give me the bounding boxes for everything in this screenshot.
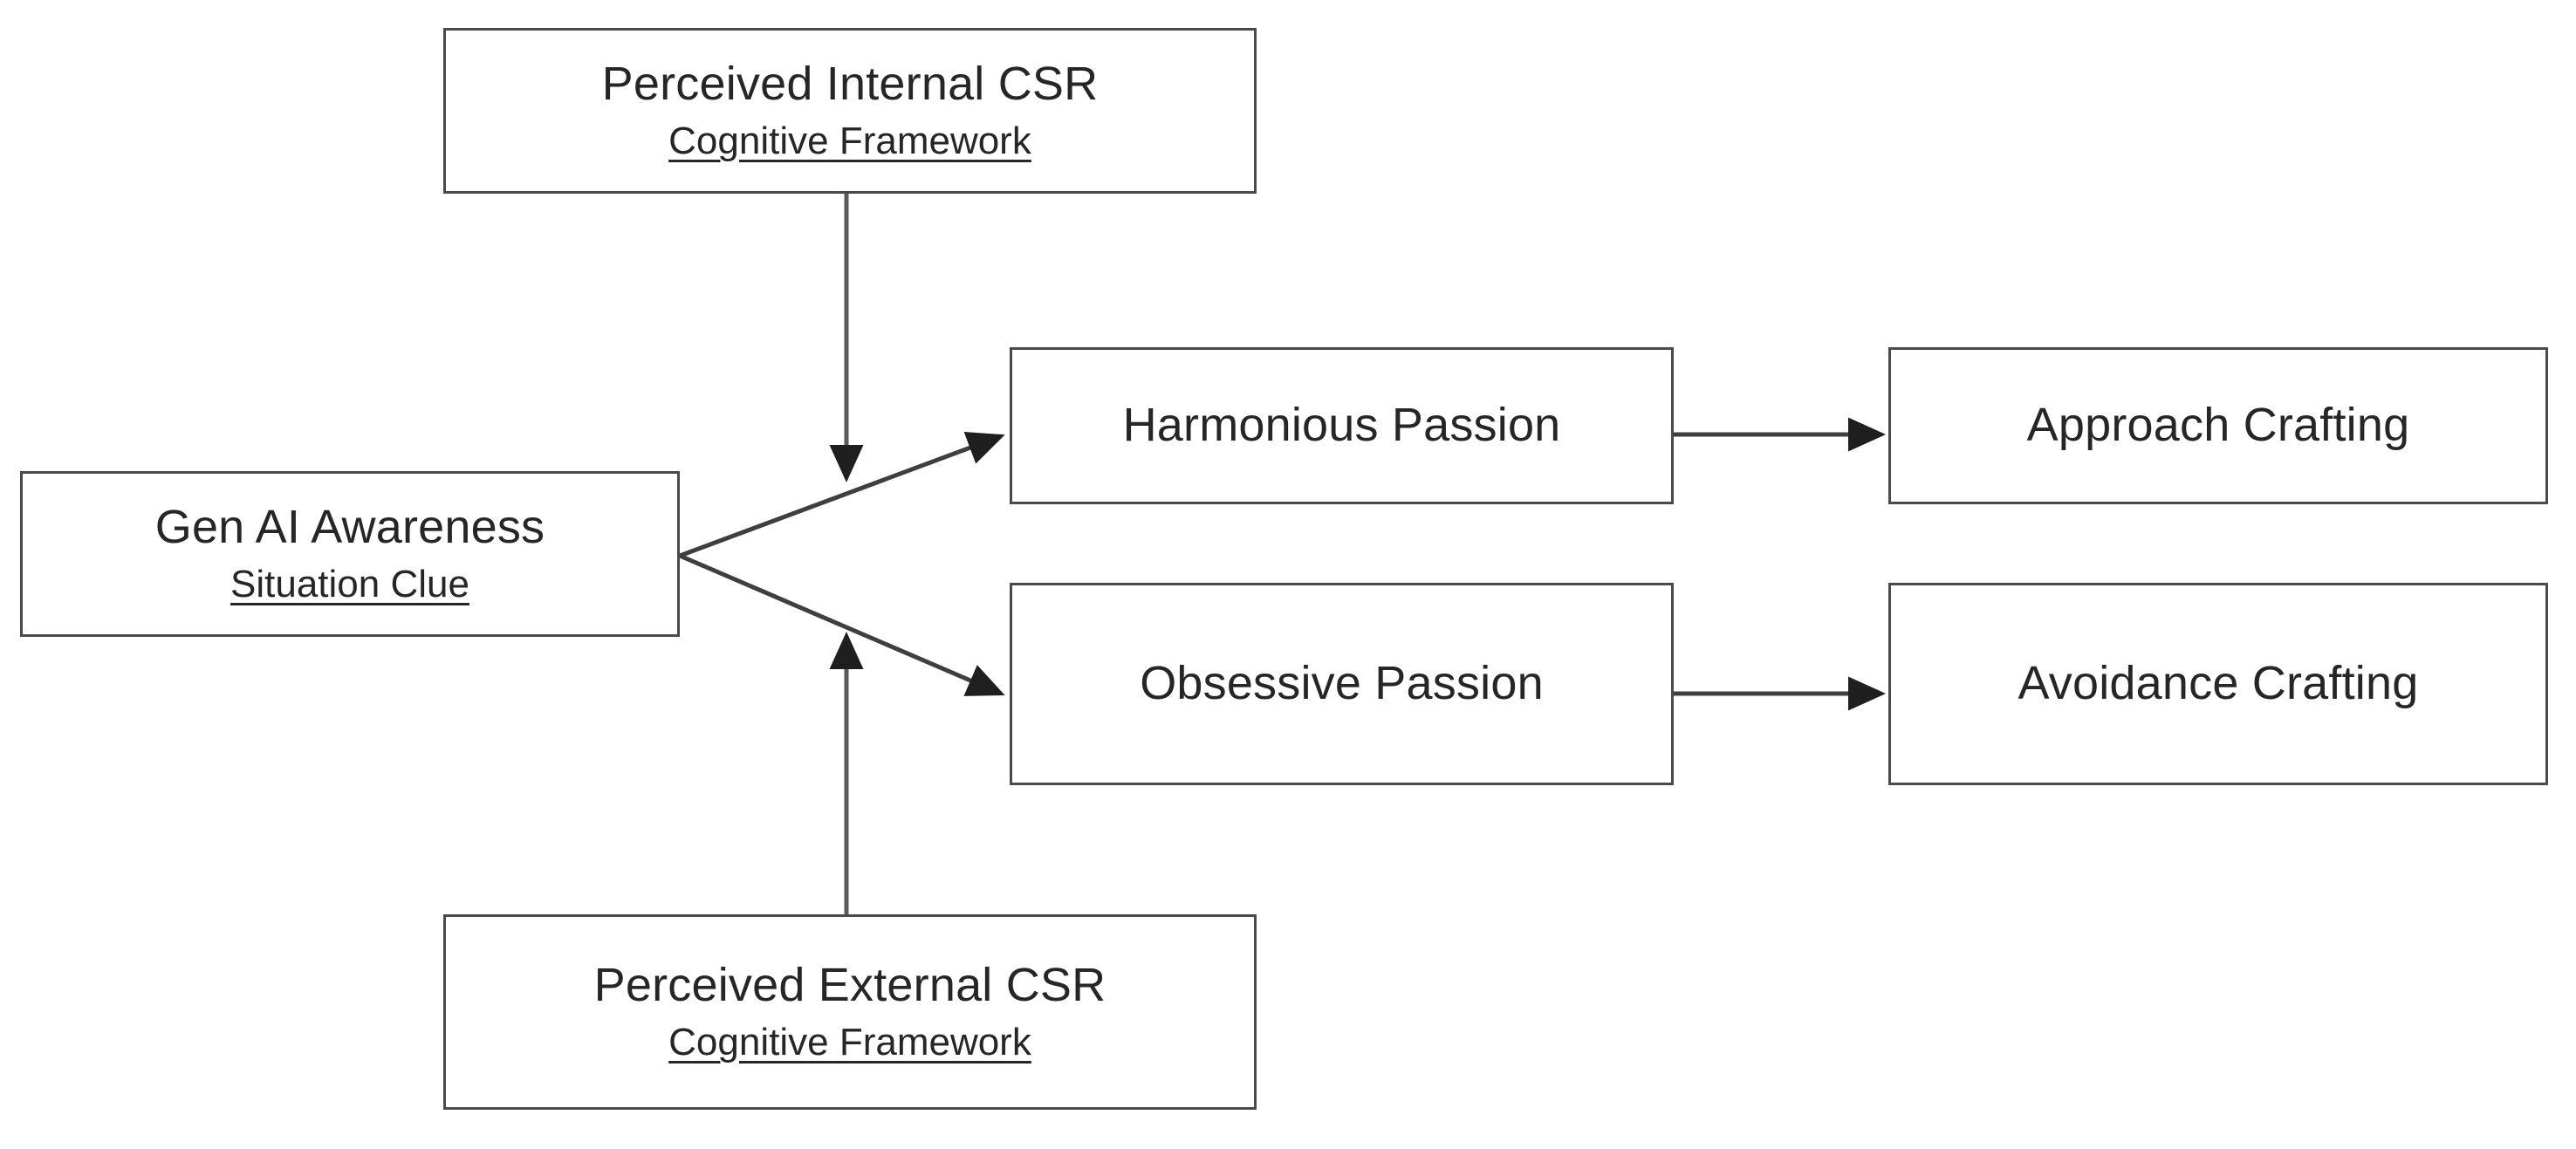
node-title: Gen AI Awareness xyxy=(154,500,545,553)
edge-gen-ai-to-obsessive xyxy=(679,553,1005,696)
node-obsessive-passion[interactable]: Obsessive Passion xyxy=(1010,583,1674,785)
node-perceived-external-csr[interactable]: Perceived External CSR Cognitive Framewo… xyxy=(443,914,1257,1110)
node-avoidance-crafting[interactable]: Avoidance Crafting xyxy=(1888,583,2548,785)
node-title: Perceived Internal CSR xyxy=(601,57,1099,110)
node-title: Perceived External CSR xyxy=(593,958,1106,1011)
node-title: Avoidance Crafting xyxy=(2018,657,2419,710)
node-subtitle: Cognitive Framework xyxy=(668,1021,1031,1064)
node-gen-ai-awareness[interactable]: Gen AI Awareness Situation Clue xyxy=(20,471,680,637)
edge-gen-ai-to-harmonious xyxy=(679,431,1005,558)
node-title: Approach Crafting xyxy=(2026,399,2410,452)
node-perceived-internal-csr[interactable]: Perceived Internal CSR Cognitive Framewo… xyxy=(443,28,1257,194)
node-title: Obsessive Passion xyxy=(1140,657,1544,710)
node-harmonious-passion[interactable]: Harmonious Passion xyxy=(1010,347,1674,504)
node-subtitle: Situation Clue xyxy=(230,563,469,606)
node-subtitle: Cognitive Framework xyxy=(668,120,1031,163)
node-title: Harmonious Passion xyxy=(1122,399,1561,452)
node-approach-crafting[interactable]: Approach Crafting xyxy=(1888,347,2548,504)
